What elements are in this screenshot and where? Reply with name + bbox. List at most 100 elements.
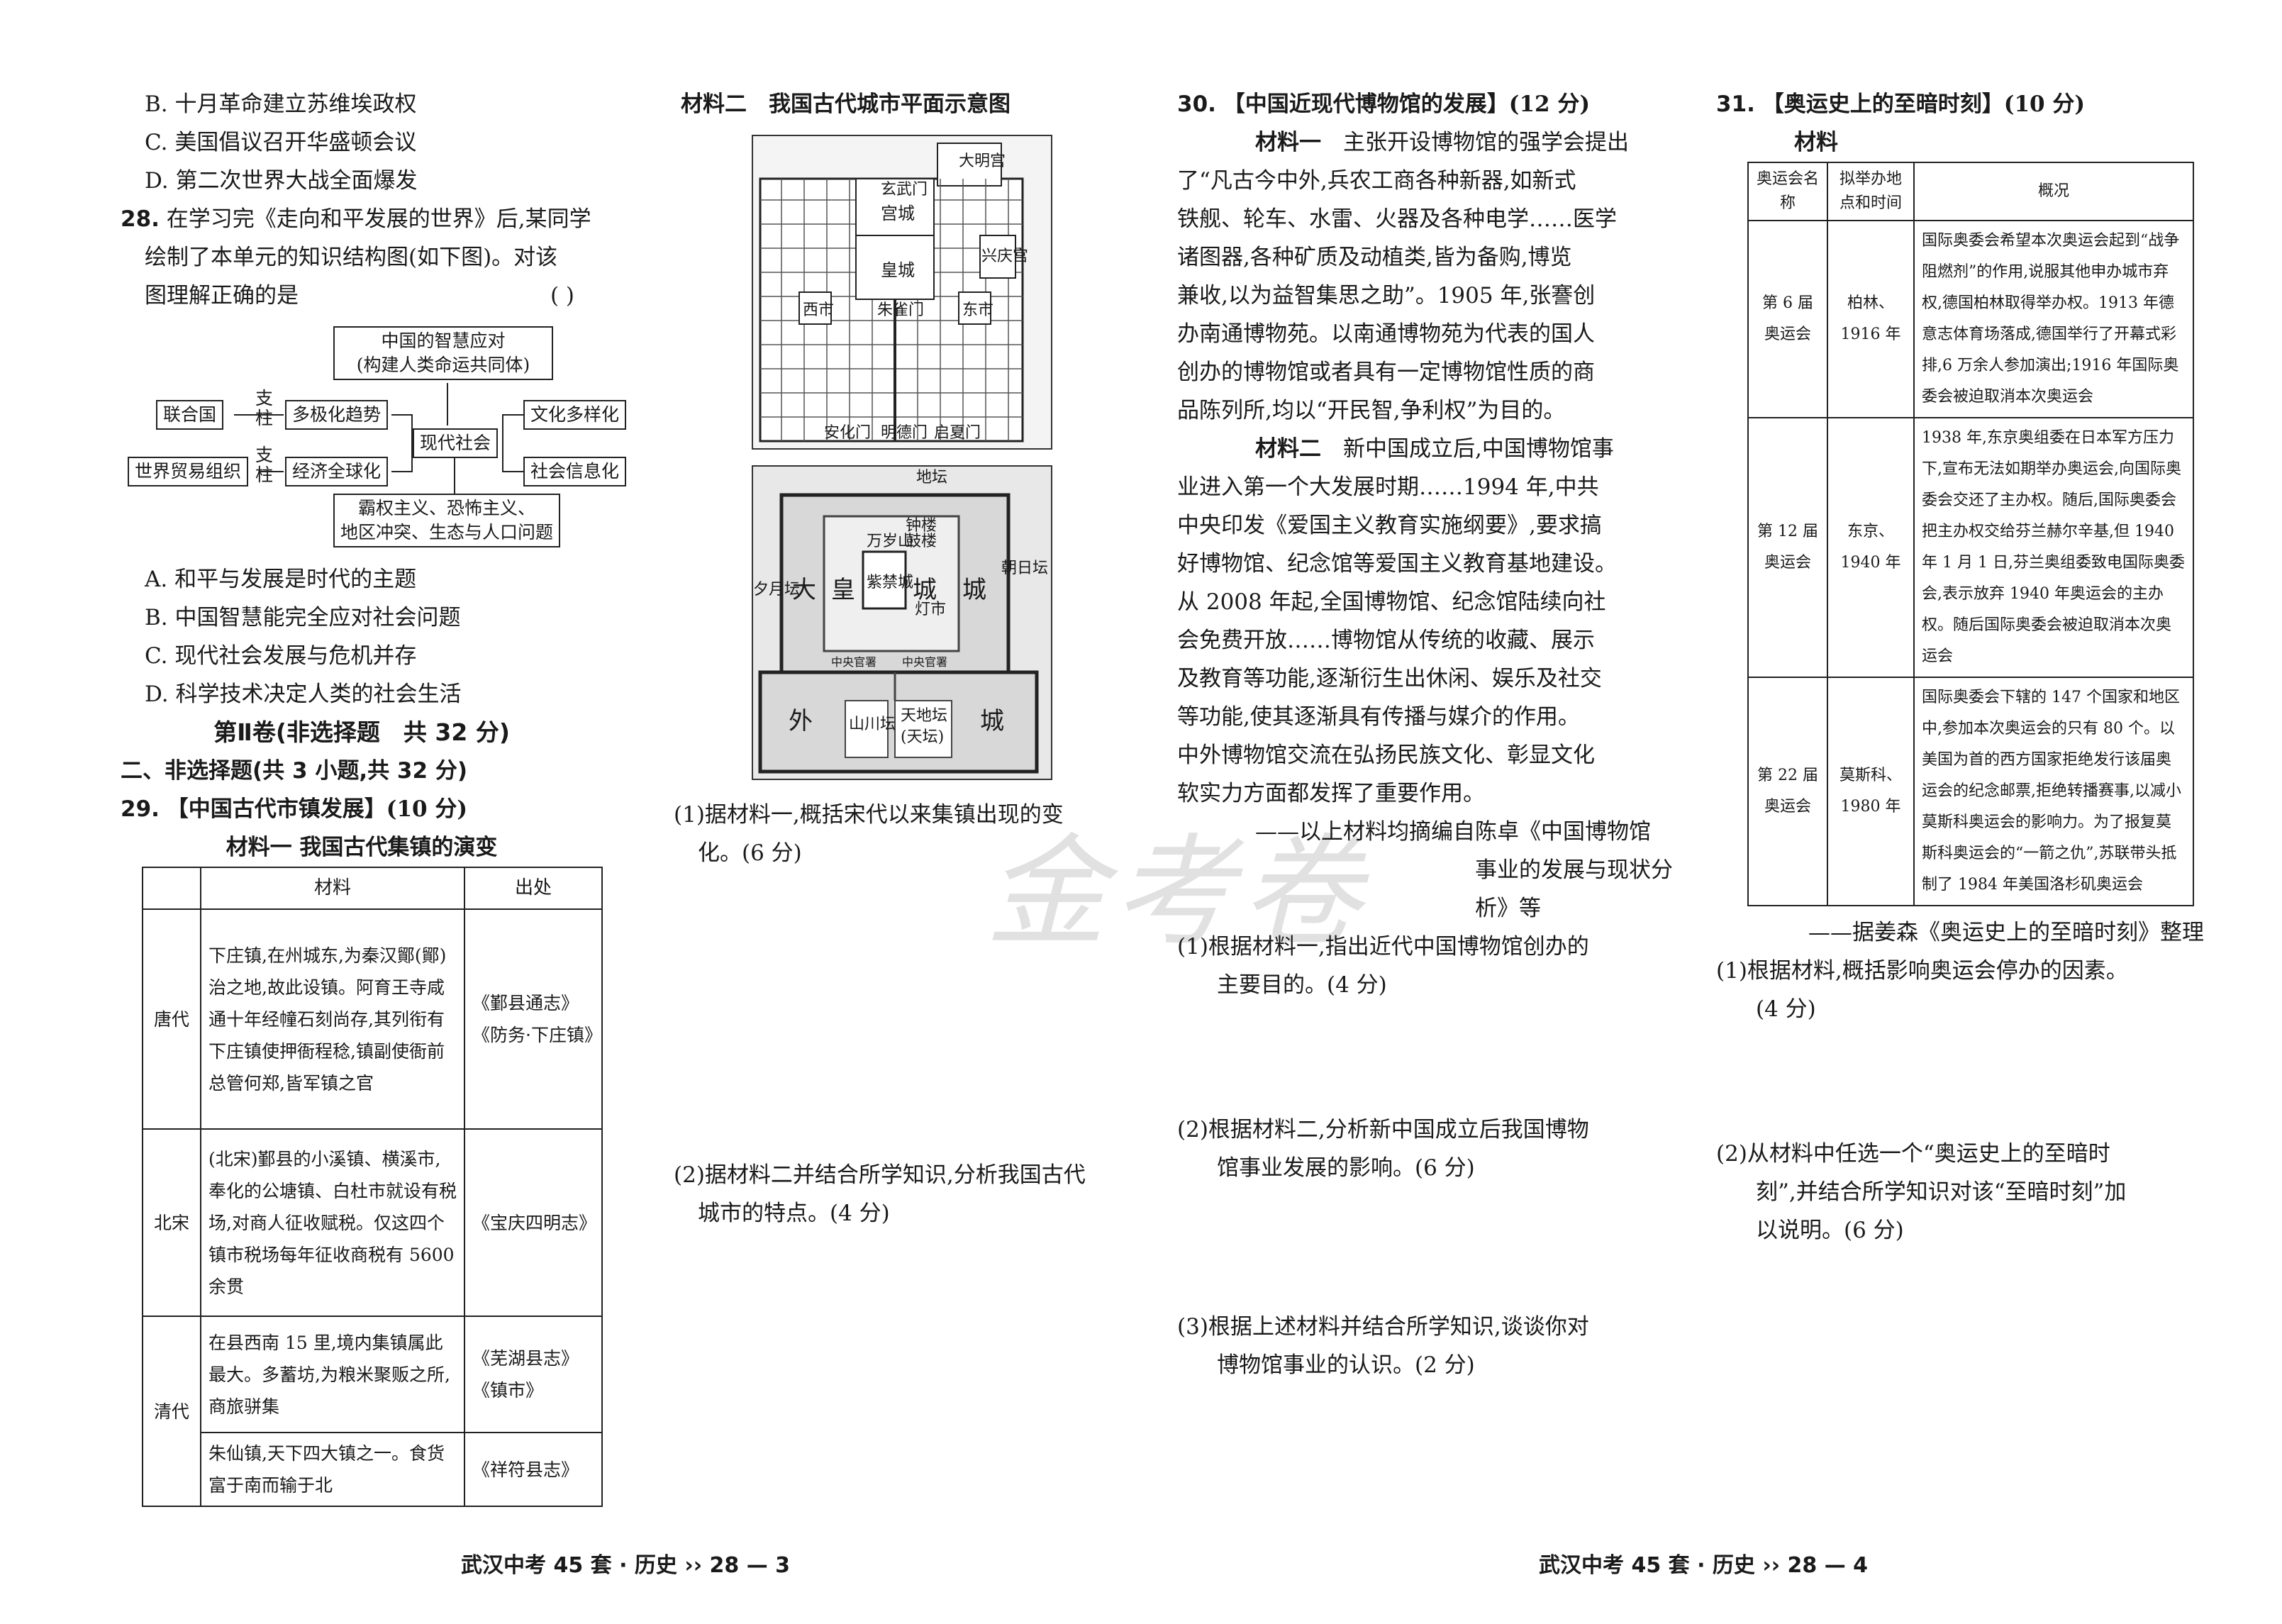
question-title: 【中国古代市镇发展】(10 分) [166, 796, 468, 822]
table-text: 朱仙镇,天下四大镇之一。食货富于南而输于北 [200, 1432, 465, 1507]
map-label: 皇 [831, 576, 855, 604]
table-text: (北宋)鄞县的小溪镇、横溪市,奉化的公塘镇、白杜市就设有税场,对商人征收赋税。仅… [200, 1128, 465, 1317]
table-games-place: 莫斯科、1980 年 [1827, 677, 1915, 906]
option-a-28: A. 和平与发展是时代的主题 [145, 567, 417, 592]
map-label: 地坛 [916, 469, 948, 486]
table-games-name: 第 6 届奥运会 [1747, 220, 1828, 418]
map-label: 安化门 [824, 424, 872, 442]
question-28: 28. 在学习完《走向和平发展的世界》后,某同学 [121, 200, 603, 238]
map-label: 西市 [803, 301, 835, 319]
source-note-cont: 事业的发展与现状分析》等 [1475, 857, 1673, 921]
q30-sub2: (2)根据材料二,分析新中国成立后我国博物 [1177, 1117, 1589, 1142]
q30-sub3-cont: 博物馆事业的认识。(2 分) [1217, 1352, 1475, 1378]
question-text: 图理解正确的是 [145, 283, 299, 308]
map-label: 中央官署 [902, 655, 948, 669]
column-4: 31. 【奥运史上的至暗时刻】(10 分) 材料 奥运会名称 拟举办地点和时间 … [1716, 85, 2213, 1250]
pillar-label: 支柱 [255, 445, 274, 485]
table-games-text: 国际奥委会下辖的 147 个国家和地区中,参加本次奥运会的只有 80 个。以美国… [1913, 677, 2194, 906]
question-number: 28. [121, 206, 160, 232]
beijing-outline [758, 493, 1039, 774]
map-label: 大 [792, 576, 816, 604]
pillar-label: 支柱 [255, 388, 274, 428]
q29-sub2-cont: 城市的特点。(4 分) [698, 1201, 890, 1226]
table-games-place: 东京、1940 年 [1827, 417, 1915, 678]
q31-sub2: (2)从材料中任选一个“奥运史上的至暗时 [1716, 1141, 2110, 1167]
table-row: 唐代 下庄镇,在州城东,为秦汉鄮(鄮)治之地,故此设镇。阿育王寺咸通十年经幢石刻… [142, 908, 603, 1130]
option-c-27: C. 美国倡议召开华盛顿会议 [145, 130, 417, 155]
table-era: 清代 [142, 1316, 201, 1507]
map-label: 东市 [962, 301, 994, 319]
question-number: 30. [1177, 91, 1216, 117]
watermark: 金考卷 [986, 823, 1369, 963]
knowledge-diagram: 中国的智慧应对 (构建人类命运共同体) 联合国 世界贸易组织 支柱 支柱 多极化… [121, 326, 627, 560]
table-text: 下庄镇,在州城东,为秦汉鄮(鄮)治之地,故此设镇。阿育王寺咸通十年经幢石刻尚存,… [200, 908, 465, 1130]
map-label: 城 [980, 707, 1004, 735]
map-label: 万岁山 [867, 533, 914, 550]
map-label: 外 [789, 707, 813, 735]
map-label: 朱雀门 [877, 301, 925, 319]
diagram-box-culture: 文化多样化 [523, 400, 627, 430]
question-title: 【奥运史上的至暗时刻】(10 分) [1761, 91, 2086, 117]
question-30: 30. 【中国近现代博物馆的发展】(12 分) [1177, 85, 1674, 123]
map-label: 玄武门 [881, 181, 928, 199]
table-row: 第 6 届奥运会 柏林、1916 年 国际奥委会希望本次奥运会起到“战争阻燃剂”… [1747, 220, 2194, 418]
q31-sub1: (1)根据材料,概括影响奥运会停办的因素。 [1716, 958, 2128, 984]
diagram-box-globalization: 经济全球化 [285, 457, 389, 486]
answer-paren: ( ) [550, 283, 574, 308]
table-header [142, 867, 201, 910]
table-row: 第 22 届奥运会 莫斯科、1980 年 国际奥委会下辖的 147 个国家和地区… [1747, 677, 2194, 906]
q29-sub1: (1)据材料一,概括宋代以来集镇出现的变 [674, 802, 1064, 828]
diagram-top-line: (构建人类命运共同体) [356, 355, 530, 375]
map-label: 天地坛 [901, 707, 948, 725]
map-label: 山川坛 [849, 716, 896, 733]
map-label: 宫城 [881, 204, 915, 223]
table-header: 材料 [200, 867, 465, 910]
diagram-box-un: 联合国 [156, 400, 224, 430]
map-label: 中央官署 [831, 655, 877, 669]
beijing-city-map: 地坛 钟楼 鼓楼 夕月坛 朝日坛 大 皇 城 城 万岁山 紫禁城 灯市 外 城 … [752, 465, 1052, 780]
material2-paragraph: 材料二 新中国成立后,中国博物馆事 业进入第一个大发展时期……1994 年,中共… [1177, 436, 1617, 806]
table-source: 《祥符县志》 [464, 1432, 603, 1507]
question-number: 29. [121, 796, 160, 822]
table-games-name: 第 12 届奥运会 [1747, 417, 1828, 678]
map-label: 城 [962, 576, 986, 604]
diagram-top-box: 中国的智慧应对 (构建人类命运共同体) [333, 326, 553, 380]
section-subtitle: 二、非选择题(共 3 小题,共 32 分) [121, 758, 467, 784]
map-label: 大明宫 [959, 152, 1006, 170]
question-text-line: 绘制了本单元的知识结构图(如下图)。对该 [145, 245, 558, 270]
table-row: 北宋 (北宋)鄞县的小溪镇、横溪市,奉化的公塘镇、白杜市就设有税场,对商人征收赋… [142, 1128, 603, 1317]
question-title: 【中国近现代博物馆的发展】(12 分) [1223, 91, 1591, 117]
table-text: 在县西南 15 里,境内集镇属此最大。多蓄坊,为粮米聚贩之所,商旅骈集 [200, 1316, 465, 1433]
map-label: 城 [913, 576, 937, 604]
map-label: 启夏门 [934, 424, 981, 442]
q31-sub2-cont: 刻”,并结合所学知识对该“至暗时刻”加 [1756, 1179, 2127, 1205]
table-games-place: 柏林、1916 年 [1827, 220, 1915, 418]
q30-sub2-cont: 馆事业发展的影响。(6 分) [1217, 1155, 1475, 1181]
table-era: 唐代 [142, 908, 201, 1130]
table-row: 第 12 届奥运会 东京、1940 年 1938 年,东京奥组委在日本军方压力下… [1747, 417, 2194, 678]
q31-sub1-cont: (4 分) [1756, 996, 1816, 1022]
table-row: 清代 在县西南 15 里,境内集镇属此最大。多蓄坊,为粮米聚贩之所,商旅骈集 《… [142, 1316, 603, 1507]
q29-sub1-cont: 化。(6 分) [698, 840, 802, 866]
diagram-box-modern-society: 现代社会 [413, 428, 499, 458]
material2-title: 材料二 我国古代城市平面示意图 [681, 91, 1011, 117]
table-header: 概况 [1913, 162, 2194, 221]
table-header: 出处 [464, 867, 603, 910]
column-2: 材料二 我国古代城市平面示意图 大明宫 玄武门 宫城 皇城 朱雀门 东市 西市 … [674, 85, 1156, 1233]
diagram-box-multipolar: 多极化趋势 [285, 400, 389, 430]
column-1: B. 十月革命建立苏维埃政权 C. 美国倡议召开华盛顿会议 D. 第二次世界大战… [121, 85, 627, 1507]
changan-grid [759, 143, 1024, 443]
olympics-table: 奥运会名称 拟举办地点和时间 概况 第 6 届奥运会 柏林、1916 年 国际奥… [1747, 162, 2194, 906]
footer-right: 武汉中考 45 套 · 历史 ›› 28 — 4 [1539, 1553, 1869, 1578]
material-label: 材料 [1794, 130, 1838, 155]
table-header: 奥运会名称 [1747, 162, 1828, 221]
diagram-box-info: 社会信息化 [523, 457, 627, 486]
map-label: 皇城 [881, 260, 915, 280]
map-label: 兴庆宫 [981, 248, 1029, 265]
map-label: (天坛) [901, 728, 945, 746]
map-label: 紫禁城 [867, 574, 914, 591]
table-games-text: 1938 年,东京奥组委在日本军方压力下,宣布无法如期举办奥运会,向国际奥委会交… [1913, 417, 2194, 678]
q30-sub3: (3)根据上述材料并结合所学知识,谈谈你对 [1177, 1314, 1589, 1340]
option-b-28: B. 中国智慧能完全应对社会问题 [145, 605, 461, 630]
diagram-box-wto: 世界贸易组织 [128, 457, 249, 486]
